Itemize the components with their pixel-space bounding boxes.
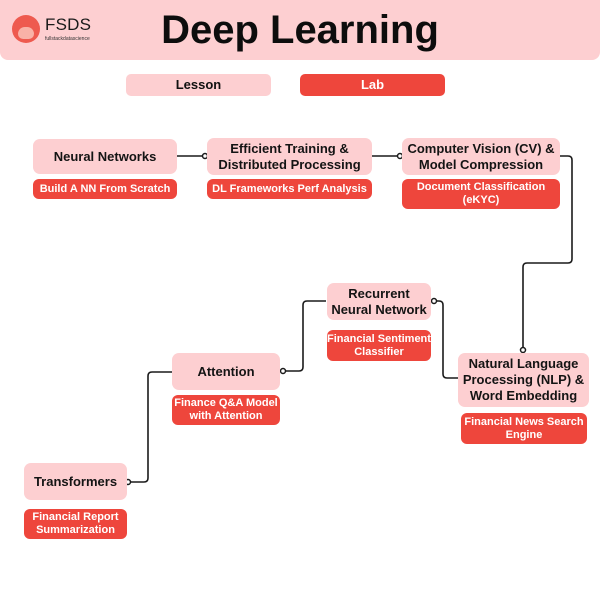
connector-attention-to-transformers — [130, 371, 172, 483]
lab-financial-report-summarization: Financial Report Summarization — [24, 509, 127, 539]
lesson-nlp: Natural Language Processing (NLP) & Word… — [458, 353, 589, 407]
connector-nlp-to-rnn — [436, 300, 458, 379]
connector-dot — [430, 297, 438, 305]
lesson-transformers: Transformers — [24, 463, 127, 500]
lab-finance-qa: Finance Q&A Model with Attention — [172, 395, 280, 425]
lab-dl-frameworks-perf: DL Frameworks Perf Analysis — [207, 179, 372, 199]
page-title: Deep Learning — [161, 8, 439, 52]
header-banner: FSDS fullstackdatascience Deep Learning — [0, 0, 600, 60]
legend-lesson: Lesson — [126, 74, 271, 96]
connector-dot — [519, 346, 527, 354]
brand-name: FSDS — [45, 15, 92, 34]
mascot-icon — [12, 15, 40, 43]
lesson-neural-networks: Neural Networks — [33, 139, 177, 174]
lesson-computer-vision: Computer Vision (CV) & Model Compression — [402, 138, 560, 175]
brand-subtitle: fullstackdatascience — [45, 36, 90, 42]
lab-document-classification: Document Classification (eKYC) — [402, 179, 560, 209]
connector-dot — [279, 367, 287, 375]
lab-financial-sentiment: Financial Sentiment Classifier — [327, 330, 431, 361]
lesson-efficient-training: Efficient Training & Distributed Process… — [207, 138, 372, 175]
fsds-logo: FSDS fullstackdatascience — [12, 13, 102, 47]
lesson-rnn: Recurrent Neural Network — [327, 283, 431, 320]
lesson-attention: Attention — [172, 353, 280, 390]
legend-lab: Lab — [300, 74, 445, 96]
lab-financial-news-search: Financial News Search Engine — [461, 413, 587, 444]
connector-rnn-to-attention — [285, 300, 326, 372]
lab-build-nn-from-scratch: Build A NN From Scratch — [33, 179, 177, 199]
